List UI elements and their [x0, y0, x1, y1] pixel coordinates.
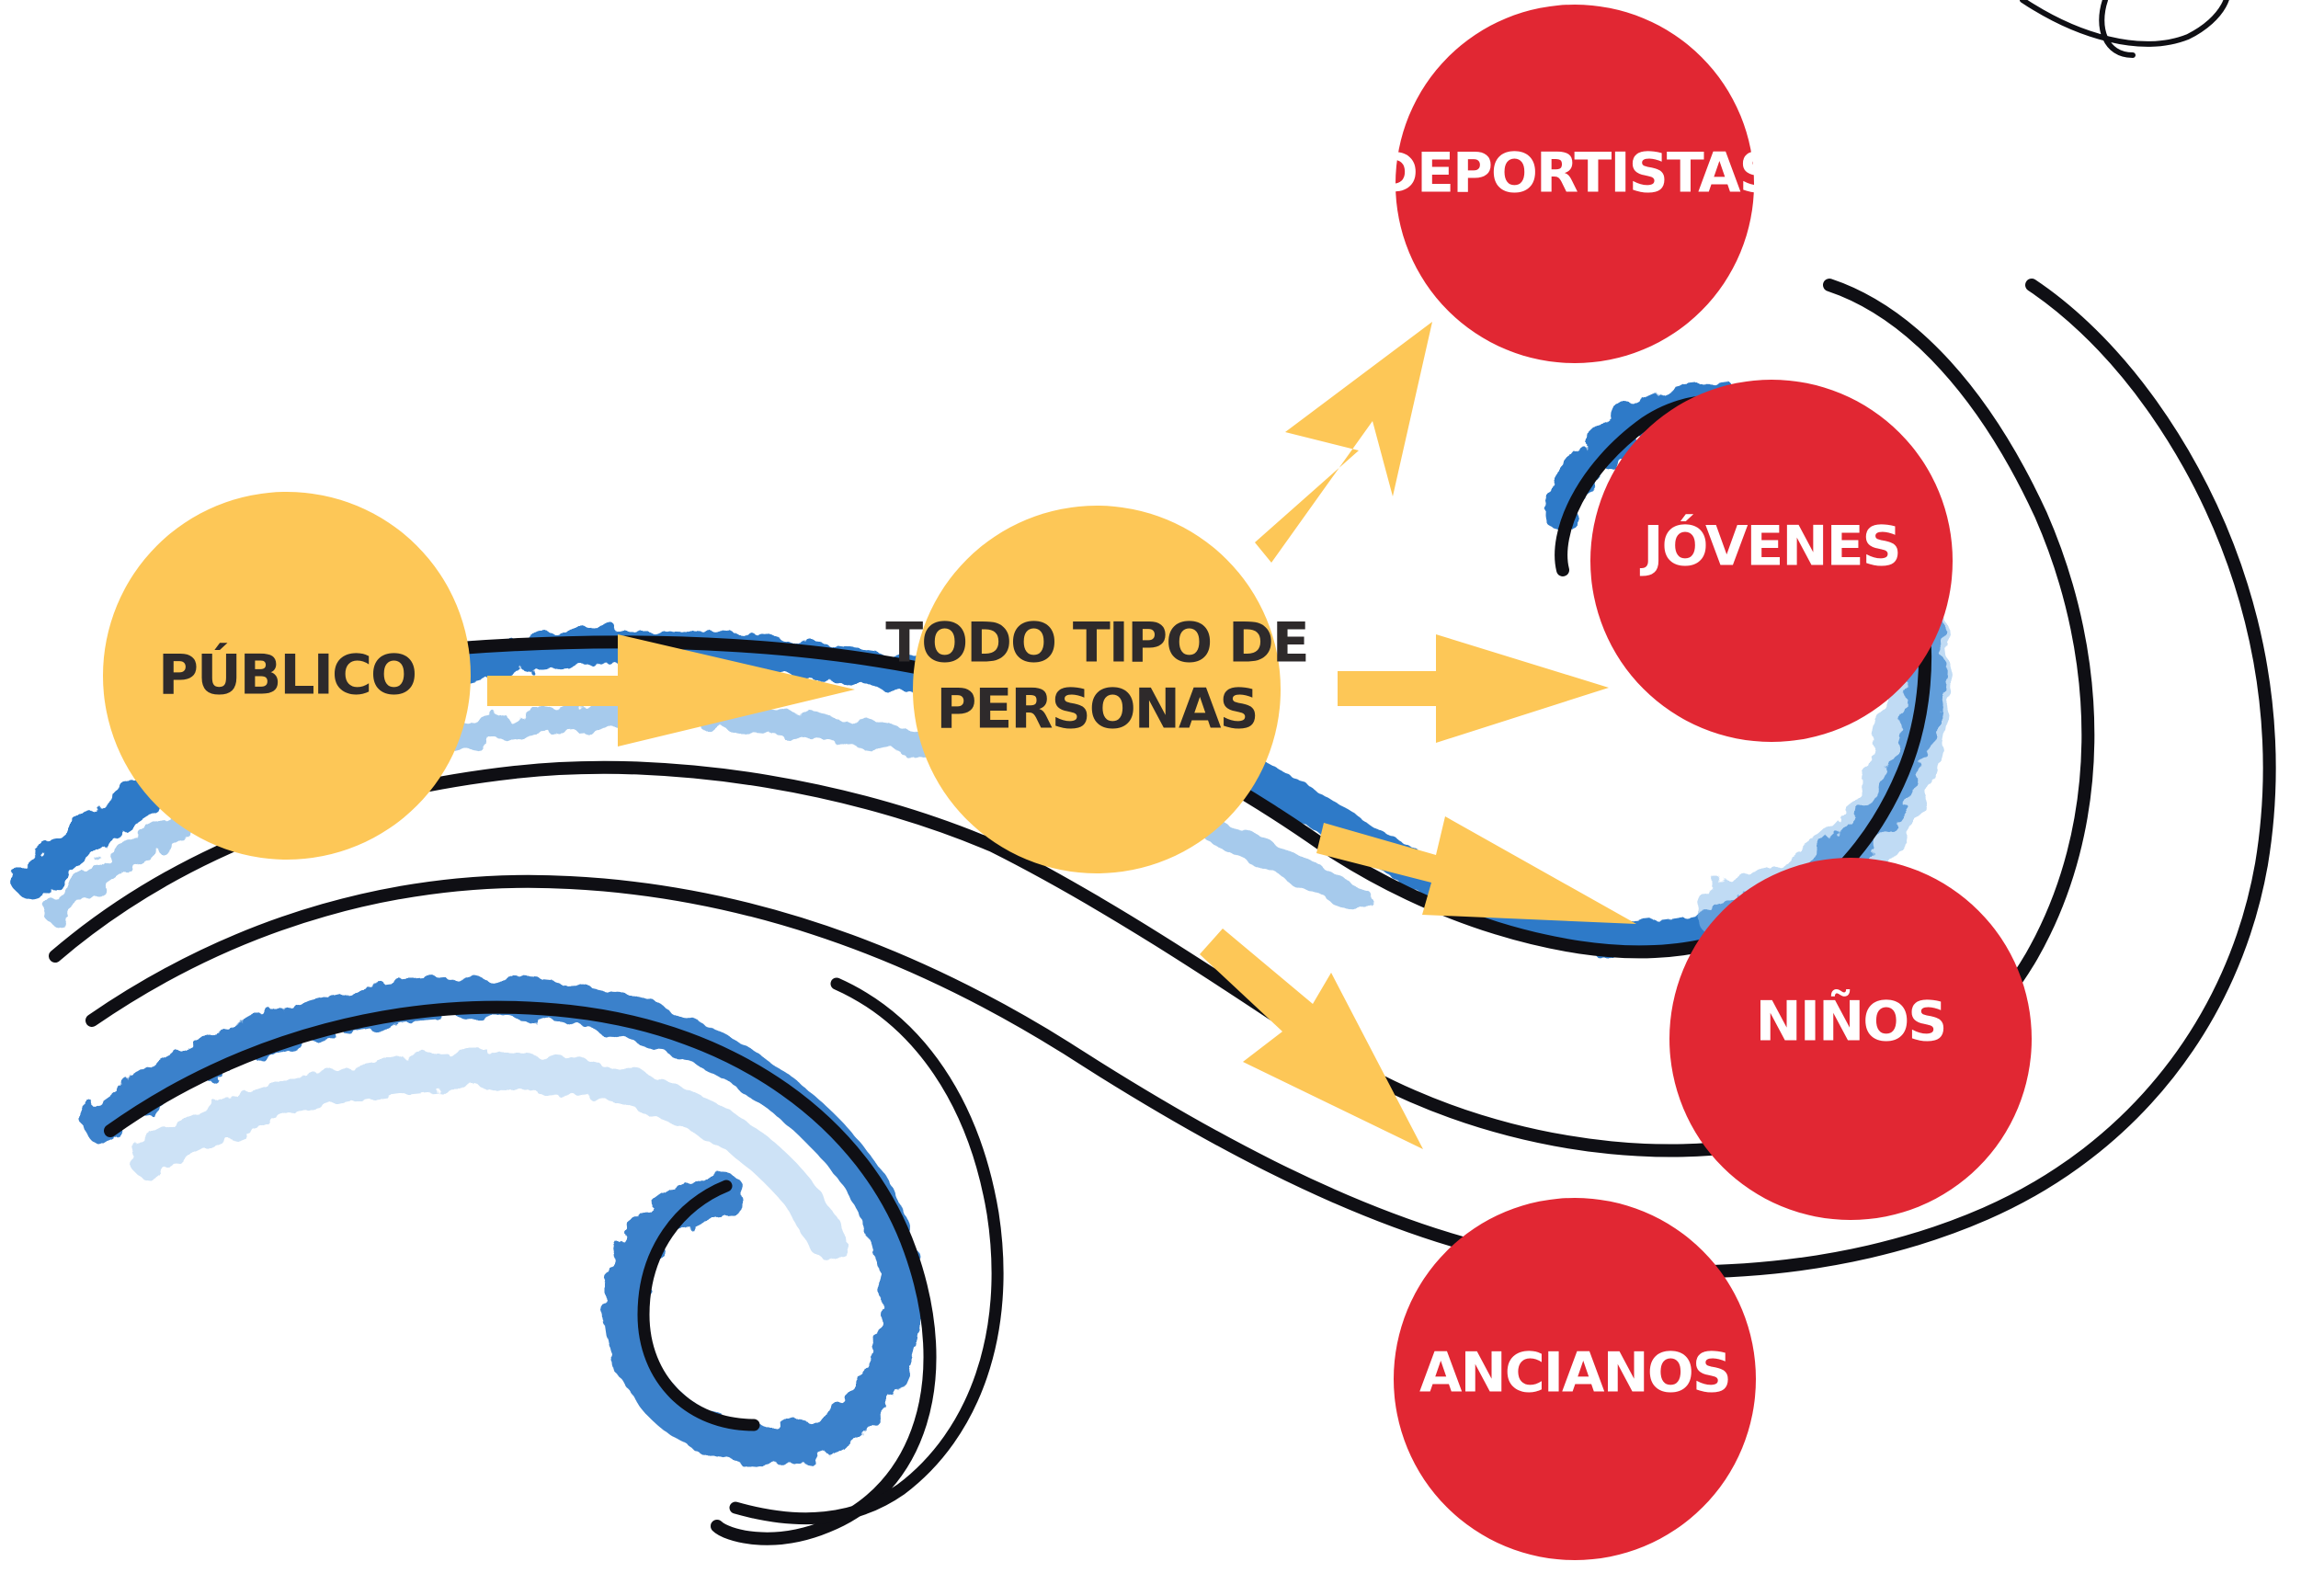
node-todo-tipo-circle	[913, 506, 1281, 873]
outline-lower-swirl	[104, 1000, 937, 1545]
lower-swirl-brush	[81, 977, 921, 1465]
node-deportistas: DEPORTISTAS	[1373, 5, 1779, 363]
arrows	[487, 322, 1636, 1149]
node-ninos-circle	[1669, 858, 2032, 1220]
node-ninos: NIÑOS	[1669, 858, 2032, 1220]
outline-middle-1	[49, 279, 2095, 1157]
outline-spiral	[637, 1180, 760, 1431]
node-deportistas-circle	[1396, 5, 1754, 363]
arrow-todo-tipo-to-ancianos	[1200, 929, 1423, 1149]
outline-inner-swirl	[729, 977, 1004, 1525]
node-ninos-label: NIÑOS	[1756, 988, 1946, 1054]
outline-corner-swirl	[2020, 0, 2229, 58]
node-jovenes: JÓVENES	[1590, 380, 1953, 742]
node-ancianos-label: ANCIANOS	[1419, 1341, 1730, 1406]
arrow-publico-to-todo-tipo	[487, 634, 855, 747]
node-publico: PÚBLICO	[103, 492, 471, 860]
node-todo-tipo-label-line2: PERSONAS	[936, 678, 1257, 742]
node-jovenes-label: JÓVENES	[1639, 514, 1900, 579]
arrow-todo-tipo-to-deportistas	[1255, 322, 1432, 563]
node-publico-circle	[103, 492, 471, 860]
arrow-todo-tipo-to-jovenes	[1338, 634, 1609, 743]
node-ancianos-circle	[1394, 1198, 1756, 1560]
lower-swirl-brush-light	[129, 1052, 846, 1260]
node-jovenes-circle	[1590, 380, 1953, 742]
node-ancianos: ANCIANOS	[1394, 1198, 1756, 1560]
node-todo-tipo-label-line1: TODO TIPO DE	[885, 611, 1308, 676]
node-todo-tipo-de-personas: TODO TIPO DE PERSONAS	[885, 506, 1310, 873]
node-deportistas-label: DEPORTISTAS	[1373, 142, 1777, 206]
arrow-todo-tipo-to-ninos	[1316, 816, 1636, 924]
node-publico-label: PÚBLICO	[158, 643, 416, 708]
